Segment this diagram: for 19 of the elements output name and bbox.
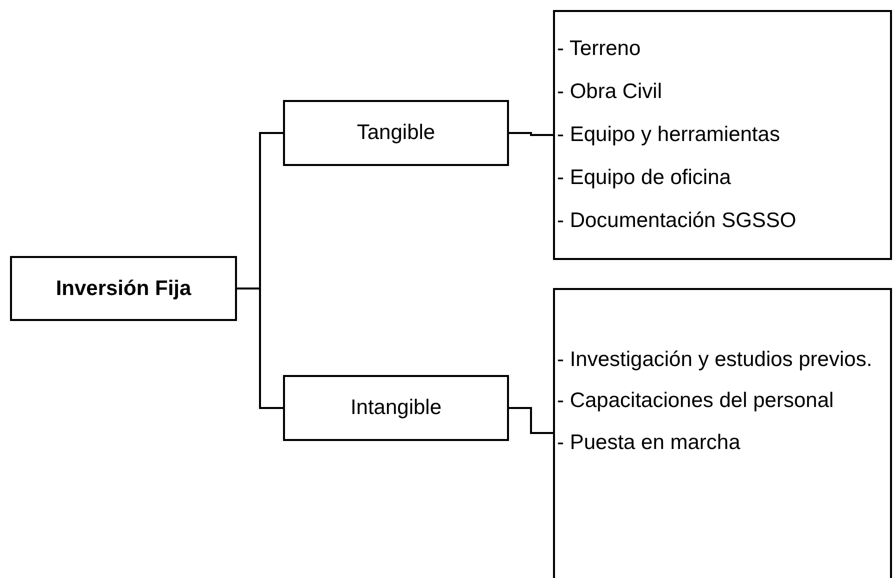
- list-box: [553, 288, 892, 578]
- connector-line: [509, 407, 553, 434]
- list-box: [553, 10, 892, 260]
- list-item: - Obra Civil: [557, 78, 662, 105]
- category-box: [10, 256, 237, 321]
- list-item: - Documentación SGSSO: [557, 208, 796, 234]
- category-box: [283, 100, 509, 166]
- list-item: - Equipo de oficina: [557, 165, 731, 192]
- connector-line: [237, 288, 283, 409]
- list-item: - Terreno: [557, 36, 641, 62]
- list-item: - Investigación y estudios previos.: [557, 347, 872, 373]
- category-label: Intangible: [350, 395, 442, 421]
- category-label: Tangible: [356, 120, 436, 146]
- list-item: - Puesta en marcha: [557, 430, 740, 456]
- category-label: Inversión Fija: [56, 276, 192, 302]
- connector-line: [509, 132, 553, 136]
- list-item: - Equipo y herramientas: [557, 122, 780, 148]
- list-item: - Capacitaciones del personal: [557, 388, 834, 414]
- category-box: [283, 375, 509, 441]
